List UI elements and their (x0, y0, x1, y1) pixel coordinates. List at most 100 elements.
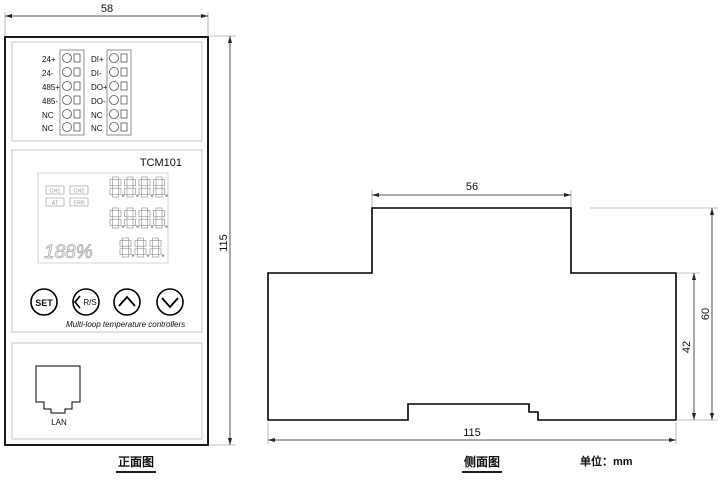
display-panel (11, 149, 203, 333)
side-inner-arrow-bottom (692, 413, 696, 420)
seven-segment-bar (126, 176, 134, 180)
indicator-at-label: AT (52, 201, 59, 207)
seven-segment-bar (158, 248, 162, 255)
seven-segment-bar (132, 187, 136, 195)
seven-segment-dot (136, 194, 139, 197)
seven-segment-bar (122, 245, 129, 250)
lan-port-icon (35, 365, 81, 414)
seven-segment-bar (152, 237, 159, 241)
terminal-left-label-1: 24+ (42, 55, 56, 64)
terminal-left-label-4: 485- (42, 97, 58, 106)
seven-segment-digit (153, 207, 168, 229)
front-height-dim: 115 (218, 234, 230, 252)
front-width-dim: 58 (101, 3, 113, 15)
seven-segment-bar (126, 207, 134, 211)
side-top-arrow-left (372, 193, 379, 197)
seven-segment-row-2 (109, 207, 168, 229)
lan-label: LAN (51, 418, 67, 427)
seven-segment-bar (109, 187, 113, 195)
side-inner-dim: 42 (681, 341, 693, 353)
side-view-caption: 侧面图 (464, 454, 500, 469)
seven-segment-bar (161, 210, 165, 218)
seven-segment-bar (149, 240, 153, 247)
set-button[interactable]: SET (30, 288, 58, 316)
side-top-arrow-right (564, 193, 571, 197)
seven-segment-dot (150, 225, 154, 228)
seven-segment-bar (132, 218, 136, 226)
seven-segment-bar (141, 216, 148, 220)
indicator-ch1 (45, 185, 65, 195)
seven-segment-dot (161, 254, 165, 257)
terminal-right-label-5: NC (91, 111, 103, 120)
seven-segment-bar (119, 248, 123, 255)
terminal-left-label-3: 485+ (42, 83, 60, 92)
terminal-left-label-5: NC (42, 111, 54, 120)
seven-segment-bar (128, 240, 132, 247)
indicator-ch2 (69, 185, 89, 195)
seven-segment-bar (132, 179, 136, 187)
indicator-ch2-label: CH2 (73, 189, 84, 195)
seven-segment-row-3 (119, 237, 165, 258)
seven-segment-bar (109, 218, 113, 226)
seven-segment-bar (128, 248, 132, 255)
rs-button-label: R/S (83, 298, 96, 307)
rs-button[interactable]: R/S (72, 288, 100, 316)
seven-segment-bar (134, 240, 138, 247)
front-height-arrow-bottom (228, 438, 232, 445)
side-outer-arrow-bottom (710, 413, 714, 420)
seven-segment-bar (126, 225, 134, 229)
seven-segment-bar (147, 210, 151, 218)
seven-segment-bar (158, 240, 162, 247)
indicator-ch1-label: CH1 (49, 189, 60, 195)
seven-segment-bar (122, 254, 129, 258)
terminal-right-label-1: DI+ (91, 55, 104, 64)
seven-segment-dot (121, 225, 125, 228)
terminal-left-label-6: NC (42, 124, 54, 133)
seven-segment-digit (134, 237, 150, 258)
seven-segment-bar (112, 207, 119, 211)
side-bottom-arrow-right (669, 438, 676, 442)
seven-segment-bar (137, 245, 144, 250)
seven-segment-bar (126, 185, 134, 189)
up-button[interactable] (113, 288, 141, 316)
percent-display: 188% (44, 242, 93, 263)
seven-segment-bar (134, 248, 138, 255)
seven-segment-bar (112, 176, 119, 180)
side-bottom-dim: 115 (463, 427, 481, 439)
seven-segment-bar (124, 210, 128, 218)
seven-segment-digit (153, 176, 168, 198)
side-inner-arrow-top (692, 273, 696, 280)
front-width-arrow-right (201, 14, 208, 18)
model-name: TCM101 (140, 157, 182, 169)
set-button-label: SET (35, 298, 53, 308)
seven-segment-digit (138, 176, 154, 198)
indicator-err-label: ERR (73, 201, 85, 207)
terminal-block-left (59, 49, 85, 136)
seven-segment-digit (119, 237, 135, 258)
seven-segment-bar (153, 179, 157, 187)
seven-segment-bar (155, 185, 163, 189)
seven-segment-digit (138, 207, 154, 229)
down-button[interactable] (156, 288, 184, 316)
seven-segment-bar (161, 179, 165, 187)
seven-segment-bar (141, 176, 148, 180)
seven-segment-bar (143, 240, 147, 247)
seven-segment-bar (122, 237, 129, 241)
seven-segment-bar (109, 179, 113, 187)
seven-segment-dot (121, 194, 125, 197)
seven-segment-digit (149, 237, 165, 258)
seven-segment-row-1 (109, 176, 168, 198)
seven-segment-bar (155, 194, 163, 198)
chevron-up-icon (118, 295, 136, 307)
side-top-dim: 56 (466, 181, 478, 193)
seven-segment-bar (109, 210, 113, 218)
side-outer-arrow-top (710, 208, 714, 215)
seven-segment-bar (143, 248, 147, 255)
side-outer-dim: 60 (700, 308, 712, 320)
seven-segment-bar (141, 194, 148, 198)
seven-segment-bar (126, 194, 134, 198)
chevron-left-icon (73, 295, 81, 309)
seven-segment-bar (161, 218, 165, 226)
seven-segment-bar (138, 218, 142, 226)
